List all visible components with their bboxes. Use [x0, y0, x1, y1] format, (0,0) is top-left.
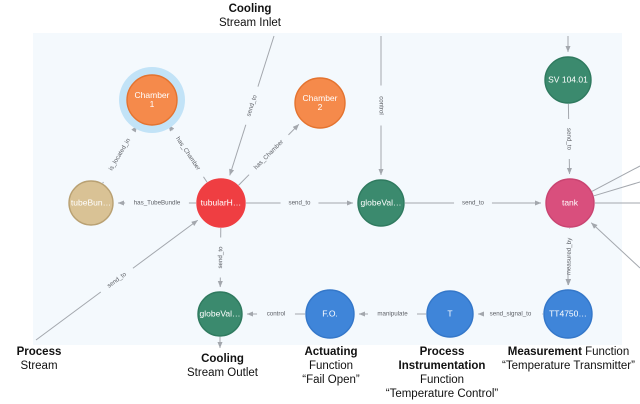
graph-node-tubularhx[interactable]: tubularH… — [196, 178, 246, 228]
graph-node-fo[interactable]: F.O. — [305, 289, 355, 339]
graph-edge[interactable]: control — [246, 311, 305, 318]
edge-label: send_to — [217, 246, 224, 269]
graph-edge[interactable] — [590, 222, 640, 269]
node-label: Chamber — [303, 93, 338, 103]
node-circle[interactable] — [305, 289, 355, 339]
annotation-line: Instrumentation — [398, 360, 486, 372]
edge-label: measured_by — [565, 237, 573, 276]
node-circle[interactable] — [426, 290, 474, 338]
graph-edge[interactable]: send_signal_to — [477, 311, 543, 318]
graph-node-sv10401[interactable]: SV 104.01 — [544, 56, 592, 104]
graph-edge[interactable]: send_to — [246, 200, 354, 207]
annotation-line: “Temperature Control” — [385, 388, 499, 400]
node-label: globeVal… — [361, 197, 402, 207]
annotation-measurement-function: Measurement Function “Temperature Transmi… — [497, 345, 640, 373]
graph-edge[interactable]: has_TubeBundle — [117, 200, 196, 207]
node-label: F.O. — [322, 308, 338, 318]
graph-edge[interactable] — [591, 165, 640, 192]
node-circle[interactable] — [545, 178, 595, 228]
node-label: T — [447, 308, 452, 318]
node-label: globeVal… — [200, 308, 241, 318]
graph-edge[interactable]: control — [377, 36, 384, 176]
node-label: Chamber — [135, 90, 170, 100]
graph-node-tank[interactable]: tank — [545, 178, 595, 228]
graph-edge[interactable]: send_to — [217, 227, 224, 288]
graph-edge[interactable] — [593, 181, 640, 197]
graph-node-tubebundle[interactable]: tubeBun… — [68, 180, 114, 226]
node-layer[interactable]: Chamber1Chamber2tubeBun…tubularH…globeVa… — [68, 56, 595, 339]
edge-label: send_to — [288, 200, 311, 207]
annotation-line: Stream Outlet — [187, 367, 258, 379]
graph-node-globevalve_mid[interactable]: globeVal… — [357, 179, 405, 227]
node-circle[interactable] — [294, 77, 346, 129]
graph-edge[interactable]: send_to — [405, 200, 542, 207]
annotation-line: “Temperature Transmitter” — [502, 360, 635, 372]
annotation-line: Actuating — [304, 346, 358, 358]
node-label: 2 — [318, 102, 323, 112]
node-circle[interactable] — [544, 56, 592, 104]
graph-node-globevalve_bottom[interactable]: globeVal… — [197, 291, 243, 337]
annotation-line: “Fail Open” — [302, 374, 360, 386]
node-label: 1 — [150, 99, 155, 109]
node-circle[interactable] — [357, 179, 405, 227]
node-circle[interactable] — [126, 74, 178, 126]
edge-label: send_signal_to — [490, 311, 532, 318]
node-circle[interactable] — [197, 291, 243, 337]
annotation-line: Function — [419, 374, 465, 386]
edge-label: control — [377, 96, 384, 115]
node-label: tubularH… — [201, 197, 242, 207]
node-label: TT4750… — [549, 308, 587, 318]
node-circle[interactable] — [68, 180, 114, 226]
edge-label: has_TubeBundle — [134, 200, 181, 207]
annotation-line: Measurement Function — [507, 346, 630, 358]
node-label: tank — [562, 197, 579, 207]
annotation-line: Process — [16, 346, 62, 358]
graph-node-tt4750[interactable]: TT4750… — [543, 289, 593, 339]
edge-label: send_to — [462, 200, 485, 207]
annotation-line: Cooling — [228, 3, 272, 15]
node-circle[interactable] — [543, 289, 593, 339]
annotation-line: Stream — [20, 360, 58, 372]
annotation-line: Stream Inlet — [219, 17, 281, 29]
annotation-line: Function — [308, 360, 354, 372]
graph-edge[interactable]: manipulate — [358, 311, 426, 318]
annotation-line: Cooling — [201, 353, 244, 365]
node-circle[interactable] — [196, 178, 246, 228]
graph-edge[interactable]: send_to — [565, 103, 573, 175]
node-label: tubeBun… — [71, 197, 111, 207]
edge-label: control — [267, 311, 286, 318]
node-label: SV 104.01 — [548, 74, 588, 84]
annotation-line: Process — [419, 346, 465, 358]
edge-label: manipulate — [377, 311, 408, 318]
edge-label: send_to — [565, 128, 572, 151]
graph-node-t[interactable]: T — [426, 290, 474, 338]
